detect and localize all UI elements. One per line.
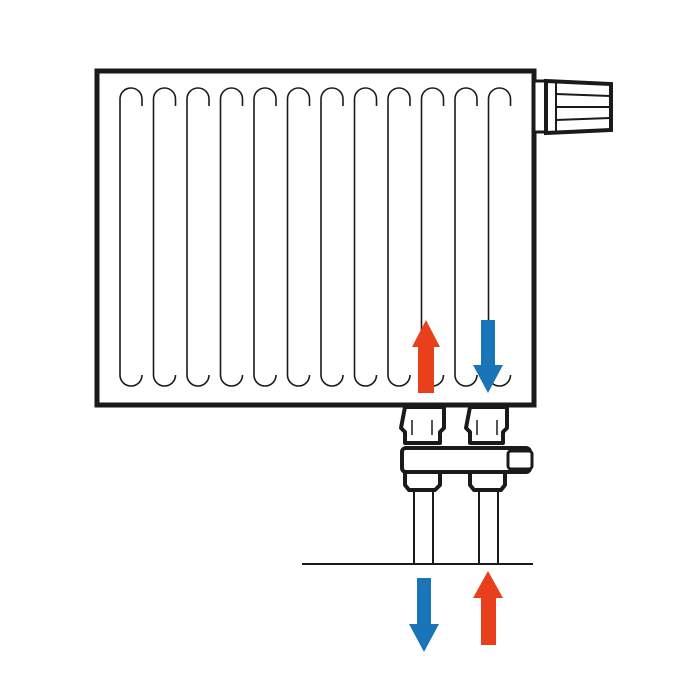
panel-column bbox=[119, 87, 143, 387]
panel-column bbox=[219, 87, 244, 387]
panel-column bbox=[387, 87, 411, 387]
return-outflow-arrow-down-icon bbox=[409, 578, 439, 652]
panel-column bbox=[186, 87, 210, 387]
supply-arrow-up-icon bbox=[412, 320, 440, 393]
valve-block bbox=[399, 405, 534, 492]
radiator-body bbox=[94, 68, 537, 408]
panel-column bbox=[286, 87, 311, 387]
panel-column bbox=[152, 87, 177, 387]
supply-inflow-arrow-up-icon bbox=[473, 571, 503, 645]
panel-column bbox=[320, 87, 344, 387]
panel-column bbox=[454, 87, 478, 387]
thermostat-head bbox=[532, 78, 613, 136]
panel-column bbox=[353, 87, 378, 387]
radiator-columns bbox=[119, 87, 512, 387]
panel-column bbox=[253, 87, 277, 387]
pipes bbox=[413, 490, 499, 563]
return-arrow-down-icon bbox=[473, 320, 503, 393]
